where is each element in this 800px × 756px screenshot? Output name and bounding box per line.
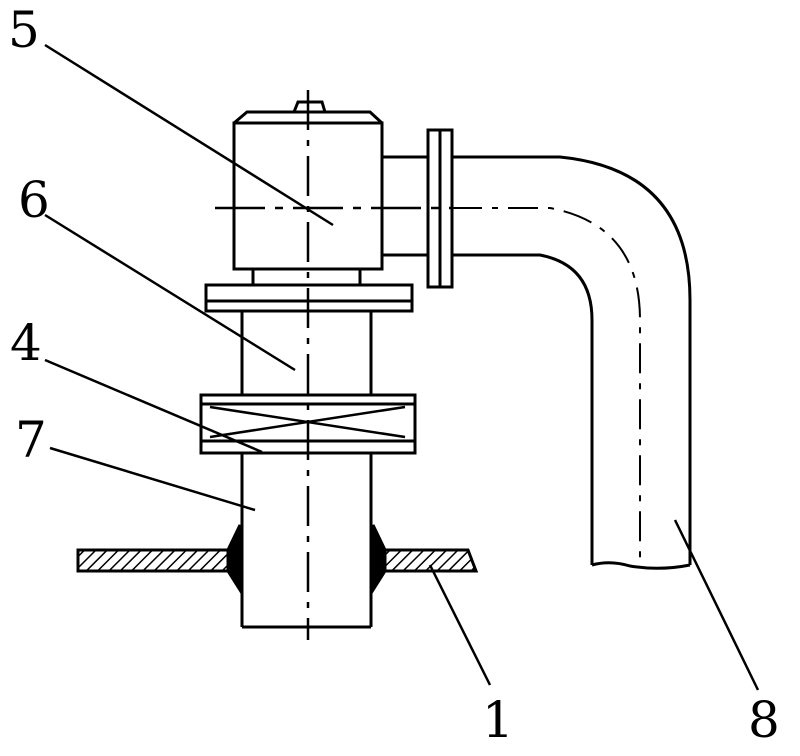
- label-4: 4: [10, 314, 42, 372]
- label-8: 8: [748, 691, 780, 749]
- outlet-pipe: [382, 128, 692, 570]
- leader-lines: [44, 43, 760, 691]
- base-plate: [76, 524, 479, 596]
- label-7: 7: [15, 411, 47, 469]
- label-6: 6: [18, 171, 50, 229]
- label-1: 1: [482, 691, 514, 749]
- label-5: 5: [8, 1, 40, 59]
- lower-pipe-section: [240, 453, 373, 629]
- upper-pipe-section: [240, 311, 373, 395]
